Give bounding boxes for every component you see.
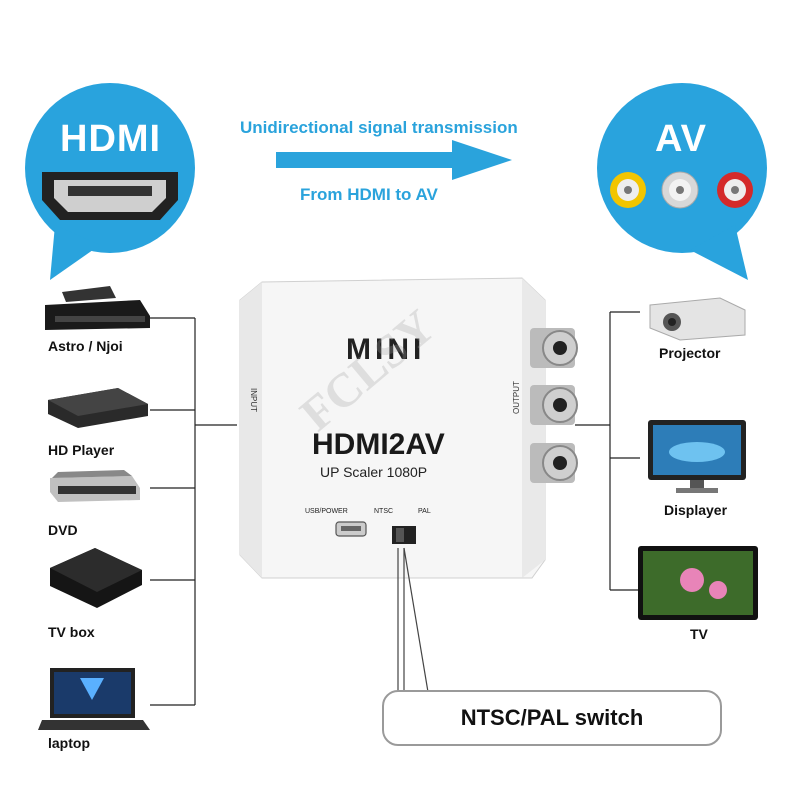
source-label-laptop: laptop <box>48 735 90 751</box>
ntsc-pal-switch-callout: NTSC/PAL switch <box>382 690 722 746</box>
source-label-hd-player: HD Player <box>48 442 115 458</box>
output-label-projector: Projector <box>659 345 721 361</box>
set-top-box-icon <box>45 286 150 330</box>
device-model: HDMI2AV <box>312 428 445 461</box>
device-brand: MINI <box>346 333 426 366</box>
dvd-player-icon <box>50 470 140 502</box>
hdmi2av-converter <box>239 277 578 579</box>
pal-label: PAL <box>418 508 431 515</box>
tv-icon <box>638 546 758 620</box>
output-label-tv: TV <box>690 626 708 642</box>
monitor-icon <box>648 420 746 493</box>
av-title: AV <box>655 118 707 160</box>
direction-caption: From HDMI to AV <box>300 185 438 204</box>
source-label-dvd: DVD <box>48 522 78 538</box>
hdmi-connector-icon <box>42 172 178 220</box>
output-label-displayer: Displayer <box>664 502 728 518</box>
tv-box-icon <box>50 548 142 608</box>
switch-callout-text: NTSC/PAL switch <box>460 705 644 730</box>
output-label: OUTPUT <box>512 381 521 414</box>
switch-callout-lines <box>397 547 429 693</box>
device-subtitle: UP Scaler 1080P <box>320 464 428 480</box>
laptop-icon <box>38 668 150 730</box>
source-connector-lines <box>150 317 237 706</box>
rca-jacks-icon <box>610 171 753 209</box>
rca-output-ports <box>530 328 578 483</box>
direction-arrow <box>276 140 512 180</box>
transmission-caption: Unidirectional signal transmission <box>240 118 518 137</box>
av-bubble <box>597 83 767 280</box>
source-label-astro: Astro / Njoi <box>48 338 123 354</box>
hdmi-title: HDMI <box>60 118 162 160</box>
output-connector-lines <box>575 311 640 591</box>
usb-power-label: USB/POWER <box>305 508 348 515</box>
input-label: INPUT <box>249 388 258 412</box>
source-label-tv-box: TV box <box>48 624 95 640</box>
projector-icon <box>649 297 746 341</box>
hd-player-icon <box>48 388 148 428</box>
ntsc-label: NTSC <box>374 508 394 515</box>
